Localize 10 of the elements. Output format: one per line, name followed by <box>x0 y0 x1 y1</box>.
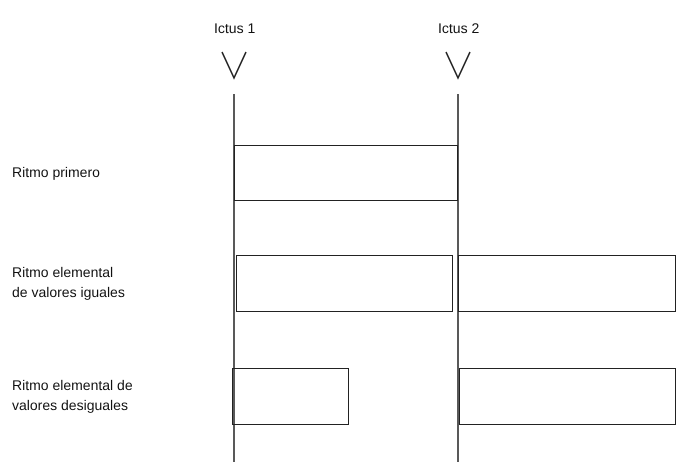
rhythm-box <box>458 255 676 312</box>
rhythm-box <box>459 368 676 425</box>
ictus-label: Ictus 2 <box>438 19 480 38</box>
rhythm-box <box>236 255 453 312</box>
ictus-label: Ictus 1 <box>214 19 256 38</box>
row-label: Ritmo elemental de valores desiguales <box>12 376 134 416</box>
rhythm-box <box>232 368 349 425</box>
row-label: Ritmo primero <box>12 163 101 182</box>
rhythm-box <box>234 145 458 201</box>
row-label: Ritmo elemental de valores iguales <box>12 263 126 302</box>
